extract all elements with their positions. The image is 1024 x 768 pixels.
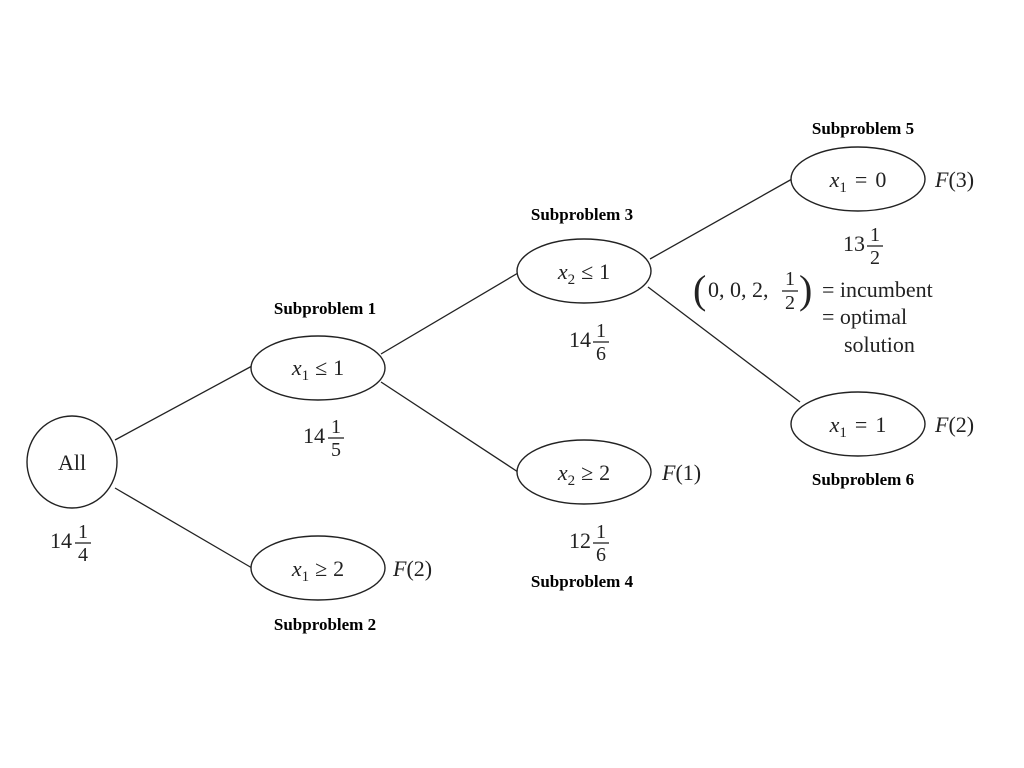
node-sub6: x1=1 xyxy=(790,391,926,457)
incumbent-line2: = optimal xyxy=(822,304,907,329)
node-sub1-op: ≤ xyxy=(315,355,327,380)
node-sub5: x1 = 0 xyxy=(790,146,926,212)
bound-sub4-whole: 12 xyxy=(569,528,591,553)
incumbent-left-paren: ( xyxy=(693,267,706,312)
bound-all: 14 1 4 xyxy=(50,521,91,566)
node-sub2-ellipse xyxy=(250,535,386,601)
node-sub5-sub: 1 xyxy=(839,180,847,196)
node-sub6-ellipse xyxy=(790,391,926,457)
node-sub1-rhs: 1 xyxy=(333,355,344,380)
node-sub2: x1 ≥2 xyxy=(250,535,386,601)
bound-sub1-den: 5 xyxy=(331,439,341,461)
node-sub4: x2≥2 xyxy=(516,439,652,505)
sub2-fathom-letter: F xyxy=(392,556,407,581)
node-all-ellipse xyxy=(26,415,118,509)
node-sub2-rhs: 2 xyxy=(333,556,344,581)
bound-sub4: 12 1 6 xyxy=(569,521,609,566)
node-sub4-ellipse xyxy=(516,439,652,505)
node-all-label: All xyxy=(58,450,86,475)
node-sub6-op: = xyxy=(855,412,867,437)
bound-all-whole: 14 xyxy=(50,528,72,553)
bound-all-den: 4 xyxy=(78,544,88,566)
node-sub6-sub: 1 xyxy=(839,425,847,441)
sub6-fathom-arg: (2) xyxy=(948,412,974,437)
sub6-fathom-letter: F xyxy=(934,412,949,437)
sub3-caption: Subproblem 3 xyxy=(531,205,633,224)
bound-sub3-whole: 14 xyxy=(569,327,591,352)
sub4-fathom-letter: F xyxy=(661,460,676,485)
node-sub5-ellipse xyxy=(790,146,926,212)
sub5-caption: Subproblem 5 xyxy=(812,119,914,138)
node-sub4-op: ≥ xyxy=(581,460,593,485)
bound-sub5: 13 1 2 xyxy=(843,224,883,269)
bound-sub1-whole: 14 xyxy=(303,423,325,448)
incumbent-vector: 0, 0, 2, xyxy=(708,277,769,302)
node-sub1-condition: x1≤1 xyxy=(291,355,344,384)
sub2-fathom-arg: (2) xyxy=(406,556,432,581)
sub5-fathom-arg: (3) xyxy=(948,167,974,192)
edge-all-sub1 xyxy=(114,365,253,441)
sub4-fathom: F(1) xyxy=(661,460,701,485)
node-sub3-op: ≤ xyxy=(581,259,593,284)
bound-sub4-num: 1 xyxy=(596,521,606,543)
edge-sub3-sub6 xyxy=(647,286,801,403)
node-sub5-op: = xyxy=(855,167,867,192)
node-sub3-var: x xyxy=(557,259,568,284)
sub6-fathom: F(2) xyxy=(934,412,974,437)
node-sub4-sub: 2 xyxy=(568,473,576,489)
sub4-fathom-arg: (1) xyxy=(675,460,701,485)
sub4-caption: Subproblem 4 xyxy=(531,572,634,591)
bound-sub1-num: 1 xyxy=(331,416,341,438)
bound-sub5-den: 2 xyxy=(870,247,880,269)
node-sub1-ellipse xyxy=(250,335,386,401)
node-sub1-var: x xyxy=(291,355,302,380)
sub5-fathom: F(3) xyxy=(934,167,974,192)
node-sub3-condition: x2 ≤1 xyxy=(557,259,610,288)
sub5-fathom-letter: F xyxy=(934,167,949,192)
incumbent-frac-num: 1 xyxy=(785,268,795,290)
node-sub4-condition: x2≥2 xyxy=(557,460,610,489)
node-sub4-rhs: 2 xyxy=(599,460,610,485)
node-all: All xyxy=(26,415,118,509)
bound-sub3-num: 1 xyxy=(596,320,606,342)
sub6-caption: Subproblem 6 xyxy=(812,470,914,489)
incumbent-line1: = incumbent xyxy=(822,277,933,302)
bound-sub3-den: 6 xyxy=(596,343,606,365)
node-sub2-sub: 1 xyxy=(302,569,310,585)
bound-sub1: 14 1 5 xyxy=(303,416,344,461)
node-sub1: x1≤1 xyxy=(250,335,386,401)
node-sub3: x2 ≤1 xyxy=(516,238,652,304)
incumbent-frac-den: 2 xyxy=(785,292,795,314)
edge-all-sub2 xyxy=(114,487,253,569)
node-sub2-op: ≥ xyxy=(315,556,327,581)
sub2-caption: Subproblem 2 xyxy=(274,615,376,634)
node-sub6-condition: x1=1 xyxy=(829,412,887,441)
node-sub3-sub: 2 xyxy=(568,272,576,288)
incumbent-note: ( 0, 0, 2, 1 2 ) = incumbent = optimal s… xyxy=(693,267,933,357)
node-sub5-condition: x1 = 0 xyxy=(829,167,887,196)
edge-sub3-sub5 xyxy=(649,178,793,260)
bound-sub3: 14 1 6 xyxy=(569,320,609,365)
node-sub5-var: x xyxy=(829,167,840,192)
edge-sub1-sub3 xyxy=(380,272,519,355)
sub2-fathom: F(2) xyxy=(392,556,432,581)
edge-sub1-sub4 xyxy=(380,381,519,473)
incumbent-line3: solution xyxy=(844,332,915,357)
bound-sub5-num: 1 xyxy=(870,224,880,246)
bound-sub4-den: 6 xyxy=(596,544,606,566)
node-sub5-rhs: 0 xyxy=(875,167,886,192)
node-sub2-condition: x1 ≥2 xyxy=(291,556,344,585)
sub1-caption: Subproblem 1 xyxy=(274,299,376,318)
bound-all-num: 1 xyxy=(78,521,88,543)
node-sub1-sub: 1 xyxy=(302,368,310,384)
node-sub2-var: x xyxy=(291,556,302,581)
node-sub3-rhs: 1 xyxy=(599,259,610,284)
node-sub3-ellipse xyxy=(516,238,652,304)
bound-sub5-whole: 13 xyxy=(843,231,865,256)
node-sub6-var: x xyxy=(829,412,840,437)
incumbent-right-paren: ) xyxy=(799,267,812,312)
node-sub4-var: x xyxy=(557,460,568,485)
node-sub6-rhs: 1 xyxy=(875,412,886,437)
